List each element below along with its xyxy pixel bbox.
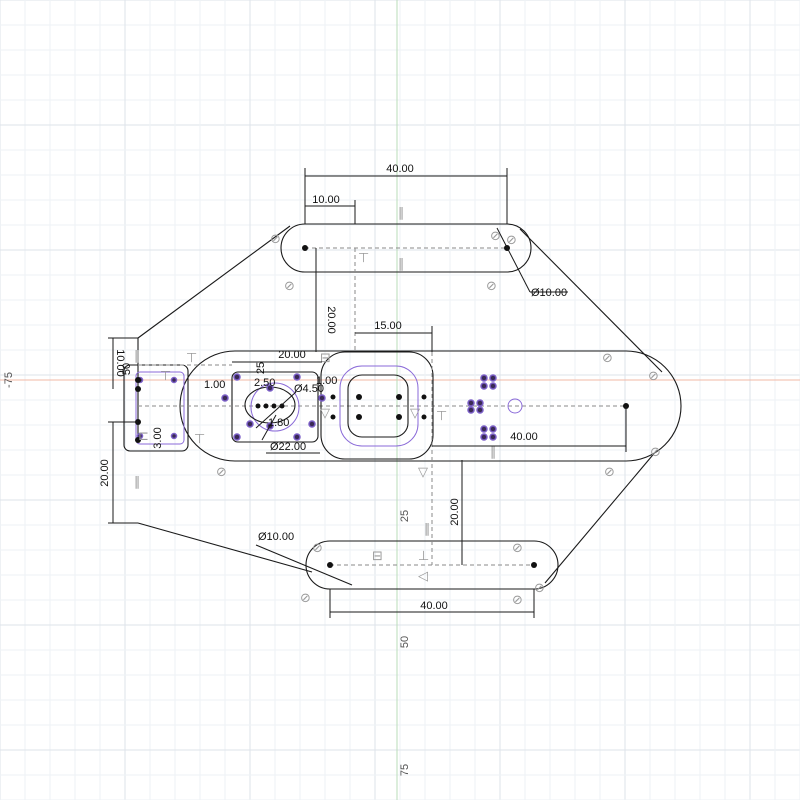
- main-body[interactable]: [179, 350, 682, 462]
- dim-top-slot-offset[interactable]: 10.00: [312, 194, 340, 206]
- right-hole-cluster[interactable]: [467, 374, 523, 441]
- center-pocket-selection: [339, 365, 419, 447]
- svg-text:⊏: ⊏: [138, 429, 149, 444]
- svg-text:⊘: ⊘: [512, 541, 523, 556]
- svg-text:⊤: ⊤: [186, 351, 197, 366]
- dim-1-00-a[interactable]: 1.00: [204, 379, 225, 391]
- dim-left-bottom-height[interactable]: 20.00: [99, 459, 111, 487]
- svg-text:⊟: ⊟: [372, 549, 383, 564]
- dim-top-slot-diameter[interactable]: Ø10.00: [531, 287, 567, 299]
- svg-text:∥: ∥: [398, 257, 405, 272]
- left-tab-selection: [135, 371, 185, 445]
- svg-text:⊤: ⊤: [436, 409, 447, 424]
- dim-left-height[interactable]: 10.00: [114, 349, 126, 377]
- svg-text:∥: ∥: [134, 349, 141, 364]
- boss-circle[interactable]: [250, 382, 300, 432]
- svg-text:⊟: ⊟: [320, 351, 331, 366]
- center-pocket-outer[interactable]: [320, 351, 434, 460]
- ruler-label-y-75: 75: [399, 764, 411, 776]
- svg-text:⊤: ⊤: [358, 251, 369, 266]
- dim-left-small[interactable]: 50: [121, 363, 133, 375]
- ruler-label-y-50: 50: [399, 636, 411, 648]
- dimension-lines: [108, 168, 627, 618]
- dim-vertical-gap-top[interactable]: 20.00: [325, 306, 337, 334]
- dim-hole-diameter[interactable]: Ø4.50: [294, 383, 324, 395]
- svg-text:⊘: ⊘: [602, 351, 613, 366]
- dim-left-offset[interactable]: 20.00: [278, 349, 306, 361]
- svg-text:⊘: ⊘: [506, 233, 517, 248]
- dim-1-00-b[interactable]: 1.00: [316, 375, 337, 387]
- svg-text:⊥: ⊥: [418, 549, 429, 564]
- dim-2-50[interactable]: 2.50: [254, 377, 275, 389]
- dim-center-width[interactable]: 15.00: [374, 320, 402, 332]
- svg-text:⊘: ⊘: [284, 279, 295, 294]
- constraint-glyphs: ⊘ ∥ ∥ ⊤ ⊘ ⊘ ⊘ ⊘ ∥ ⊤ ⊟ ⊘ ⊘ ⊤ ▽ ▽ ⊤ ∥ ⊘ ⊘ …: [134, 206, 661, 608]
- svg-text:∥: ∥: [398, 206, 405, 221]
- svg-text:⊘: ⊘: [300, 591, 311, 606]
- dim-left-small-3[interactable]: 3.00: [152, 427, 164, 448]
- dim-bottom-slot-length[interactable]: 40.00: [420, 600, 448, 612]
- dim-main-slot-length[interactable]: 40.00: [510, 431, 538, 443]
- svg-text:∥: ∥: [424, 522, 431, 537]
- construction-lines: [138, 248, 433, 565]
- svg-text:⊤: ⊤: [194, 432, 205, 447]
- svg-text:⊤: ⊤: [160, 369, 171, 384]
- svg-text:⊘: ⊘: [312, 541, 323, 556]
- ruler-label-x-neg: -75: [3, 372, 15, 388]
- dim-top-slot-length[interactable]: 40.00: [386, 163, 414, 175]
- svg-text:⊘: ⊘: [490, 229, 501, 244]
- svg-text:∥: ∥: [134, 475, 141, 490]
- svg-text:◁: ◁: [418, 569, 428, 584]
- center-pocket-inner[interactable]: [347, 374, 409, 438]
- svg-text:⊘: ⊘: [604, 465, 615, 480]
- dim-vertical-gap-bottom[interactable]: 20.00: [449, 498, 461, 526]
- svg-text:⊘: ⊘: [534, 581, 545, 596]
- boss-square[interactable]: [231, 371, 319, 443]
- boss-hole-cluster[interactable]: [136, 373, 326, 441]
- dim-bottom-slot-diameter[interactable]: Ø10.00: [258, 531, 294, 543]
- dim-1-80[interactable]: 1.80: [268, 417, 289, 429]
- dim-boss-diameter[interactable]: Ø22.00: [270, 441, 306, 453]
- svg-text:▽: ▽: [410, 406, 420, 421]
- ruler-label-y-25: 25: [399, 510, 411, 522]
- svg-text:⊘: ⊘: [648, 369, 659, 384]
- svg-text:⊘: ⊘: [512, 593, 523, 608]
- svg-text:▽: ▽: [418, 465, 428, 480]
- dim-hole-25[interactable]: 25: [255, 362, 267, 374]
- svg-text:⊘: ⊘: [486, 279, 497, 294]
- svg-text:▽: ▽: [320, 406, 330, 421]
- top-slot[interactable]: [280, 223, 532, 273]
- svg-text:⊘: ⊘: [270, 232, 281, 247]
- svg-text:⊘: ⊘: [650, 445, 661, 460]
- svg-text:∥: ∥: [490, 445, 497, 460]
- svg-text:⊘: ⊘: [216, 465, 227, 480]
